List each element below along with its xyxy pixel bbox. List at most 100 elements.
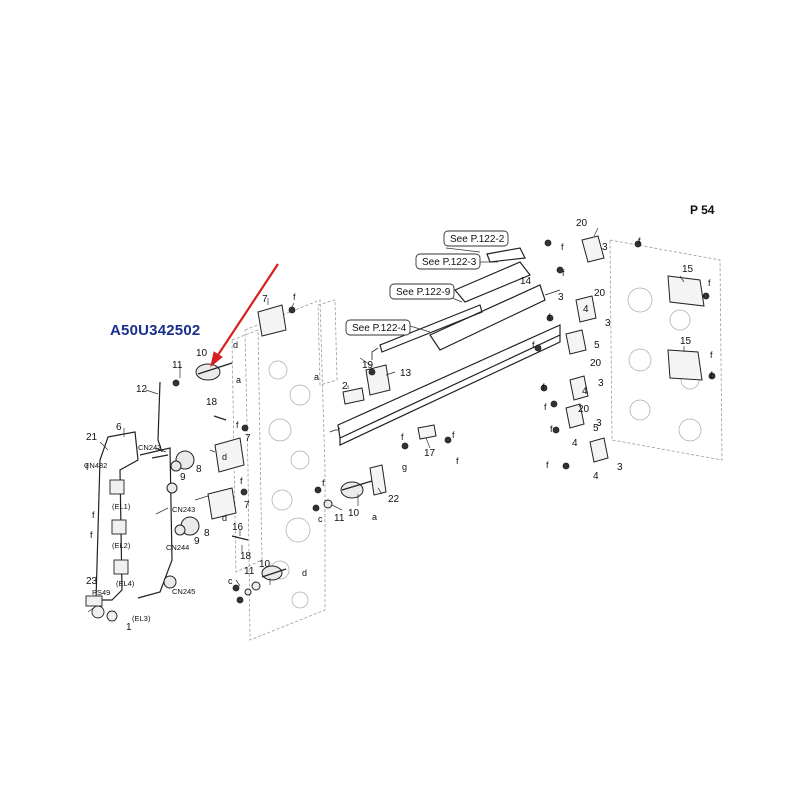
callout-15: 15 — [682, 264, 694, 275]
callout-3: 3 — [605, 318, 611, 329]
callout-7: 7 — [245, 433, 251, 444]
rail-detail-lines — [329, 289, 561, 433]
callout-12: 12 — [136, 384, 148, 395]
ghost-frame-holes — [268, 287, 702, 609]
letter-d: f — [562, 268, 565, 278]
callout-20: 20 — [590, 358, 602, 369]
letter-f: d — [222, 513, 227, 523]
callout-3: 3 — [558, 292, 564, 303]
electrode-el1: (EL1) — [112, 502, 131, 511]
letter-d: f — [548, 312, 551, 322]
electrode-labels: (EL1) (EL2) (EL4) (EL3) — [112, 502, 151, 623]
letter-d: f — [236, 420, 239, 430]
left-holder-frame — [95, 431, 173, 601]
letter-d: f — [90, 530, 93, 540]
letter-d: f — [638, 236, 641, 246]
letter-d: f — [240, 476, 243, 486]
callout-23: 23 — [86, 576, 98, 587]
letter-f: d — [233, 340, 238, 350]
letter-d: f — [532, 340, 535, 350]
main-rail — [337, 247, 561, 446]
connector-labels: CN242 CN482 CN243 CN244 CN245 PS49 — [84, 443, 195, 597]
letter-f: d — [222, 452, 227, 462]
page-label: P 54 — [690, 203, 715, 217]
callout-2: 2 — [342, 381, 348, 392]
letter-d: f — [542, 382, 545, 392]
center-parts — [207, 304, 437, 520]
connector-ps49: PS49 — [92, 588, 110, 597]
letter-a: a — [314, 372, 319, 382]
see-ref-texts: See P.122-2 See P.122-3 See P.122-9 See … — [352, 234, 505, 334]
callout-11: 11 — [244, 566, 255, 577]
letter-labels: f d a a f d f d f a c c d f f f f f g f … — [86, 236, 713, 586]
right-brackets — [565, 235, 705, 463]
letter-c: c — [228, 576, 233, 586]
see-ref-text: See P.122-9 — [396, 287, 451, 298]
letter-d: f — [92, 510, 95, 520]
letter-f: d — [302, 568, 307, 578]
connector-cn244: CN244 — [166, 543, 189, 552]
callout-11: 11 — [334, 513, 345, 524]
letter-d: f — [452, 430, 455, 440]
letter-d: f — [293, 292, 296, 302]
callout-3: 3 — [598, 378, 604, 389]
connector-cn245: CN245 — [172, 587, 195, 596]
letter-d: f — [550, 424, 553, 434]
callout-20: 20 — [594, 288, 606, 299]
see-ref-text: See P.122-4 — [352, 323, 407, 334]
letter-d: f — [456, 456, 459, 466]
callout-10: 10 — [348, 508, 360, 519]
callout-22: 22 — [388, 494, 400, 505]
callout-16: 16 — [232, 522, 244, 533]
letter-d: f — [544, 402, 547, 412]
callout-9: 9 — [194, 536, 200, 547]
callout-14: 14 — [520, 276, 532, 287]
connector-cn242: CN242 — [138, 443, 161, 452]
callout-3: 3 — [602, 242, 608, 253]
electrode-el2: (EL2) — [112, 541, 131, 550]
letter-a: a — [236, 375, 241, 385]
callout-3: 3 — [596, 418, 602, 429]
letter-d: f — [710, 370, 713, 380]
callout-13: 13 — [400, 368, 412, 379]
letter-d: f — [86, 462, 89, 472]
callout-18: 18 — [240, 551, 252, 562]
ghost-frame-plates — [231, 239, 723, 641]
callout-20: 20 — [576, 218, 588, 229]
leader-lines — [87, 227, 685, 613]
letter-a: a — [372, 512, 377, 522]
letter-d: f — [546, 460, 549, 470]
see-ref-text: See P.122-3 — [422, 257, 477, 268]
see-ref-boxes — [345, 230, 509, 336]
callout-4: 4 — [593, 471, 599, 482]
callout-17: 17 — [424, 448, 436, 459]
letter-c: c — [318, 514, 323, 524]
shafts — [157, 362, 373, 578]
screws — [172, 239, 716, 604]
letter-d: f — [401, 432, 404, 442]
connector-cn243: CN243 — [172, 505, 195, 514]
callout-5: 5 — [594, 340, 600, 351]
callout-10: 10 — [259, 559, 271, 570]
callout-15: 15 — [680, 336, 692, 347]
callout-5: 5 — [593, 423, 599, 434]
callout-19: 19 — [362, 360, 374, 371]
callout-4: 4 — [583, 304, 589, 315]
callout-7: 7 — [262, 294, 268, 305]
callout-6: 6 — [116, 422, 122, 433]
callout-4: 4 — [572, 438, 578, 449]
letter-d: f — [710, 350, 713, 360]
callout-10: 10 — [196, 348, 208, 359]
rollers — [163, 363, 364, 596]
callout-7: 7 — [244, 500, 250, 511]
electrode-el4: (EL4) — [116, 579, 135, 588]
callout-3: 3 — [617, 462, 623, 473]
connector-cn482: CN482 — [84, 461, 107, 470]
callout-numbers: 1 2 3 3 3 3 3 3 4 4 4 4 5 5 6 7 7 7 8 8 … — [86, 218, 694, 633]
callout-11: 11 — [172, 360, 183, 371]
letter-g: g — [402, 462, 407, 472]
see-ref-box-3 — [389, 283, 455, 300]
letter-d: f — [322, 478, 325, 488]
letter-d: f — [708, 278, 711, 288]
